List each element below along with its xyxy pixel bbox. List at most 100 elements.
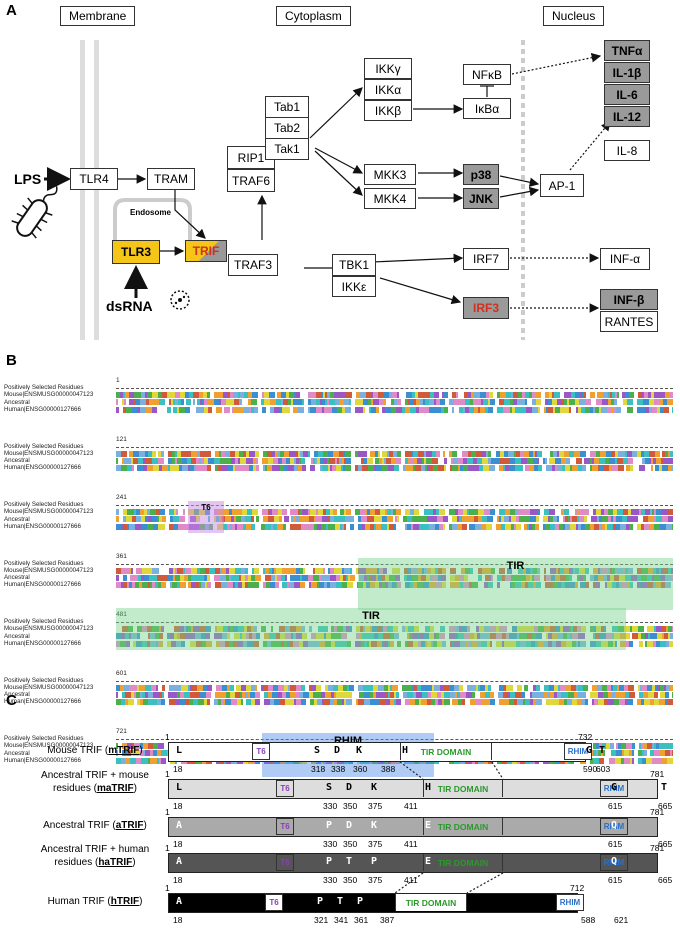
residue-letter: G — [586, 745, 593, 756]
residue-cell — [436, 509, 439, 515]
residue-cell — [328, 626, 331, 632]
residue-cell — [548, 633, 552, 640]
residue-cell — [481, 640, 487, 647]
residue-cell — [245, 574, 248, 581]
residue-cell — [263, 516, 268, 523]
residue-cell — [205, 626, 211, 632]
residue-cell — [648, 633, 650, 640]
residue-cell — [533, 684, 536, 691]
residue-cell — [246, 450, 249, 457]
residue-cell — [333, 509, 337, 515]
residue-letter: L — [176, 745, 183, 756]
residue-cell — [186, 684, 188, 691]
residue-cell — [358, 523, 362, 530]
residue-cell — [443, 450, 445, 457]
residue-cell — [121, 757, 125, 764]
residue-cell — [580, 582, 585, 589]
residue-cell — [147, 626, 150, 632]
residue-cell — [508, 574, 511, 581]
residue-cell — [241, 516, 245, 523]
residue-cell — [640, 684, 642, 691]
residue-cell — [367, 574, 369, 581]
residue-cell — [481, 399, 483, 406]
residue-cell — [174, 509, 176, 515]
residue-cell — [548, 406, 553, 413]
residue-cell — [585, 567, 589, 574]
residue-cell — [550, 691, 552, 698]
residue-cell — [642, 757, 646, 764]
residue-cell — [148, 567, 152, 574]
residue-cell — [293, 406, 298, 413]
residue-cell — [623, 399, 627, 406]
residue-cell — [335, 450, 339, 457]
residue-cell — [620, 640, 626, 647]
residue-cell — [659, 567, 661, 574]
residue-cell — [282, 457, 286, 464]
residue-cell — [238, 582, 242, 589]
residue-cell — [127, 523, 129, 530]
residue-cell — [505, 567, 507, 574]
residue-cell — [376, 523, 381, 530]
residue-cell — [245, 516, 247, 523]
residue-cell — [116, 684, 120, 691]
residue-cell — [175, 399, 178, 406]
residue-cell — [215, 626, 217, 632]
residue-cell — [524, 450, 529, 457]
residue-cell — [564, 509, 567, 515]
positive-selection-track — [116, 622, 673, 623]
residue-cell — [662, 633, 664, 640]
residue-cell — [478, 582, 484, 589]
residue-cell — [308, 640, 313, 647]
residue-cell — [429, 509, 433, 515]
residue-cell — [602, 743, 606, 749]
residue-cell — [336, 633, 341, 640]
residue-cell — [555, 509, 561, 515]
residue-cell — [668, 450, 670, 457]
residue-cell — [309, 582, 311, 589]
residue-cell — [503, 684, 506, 691]
residue-cell — [472, 582, 478, 589]
residue-cell — [358, 450, 363, 457]
residue-cell — [200, 399, 202, 406]
residue-cell — [626, 743, 632, 749]
residue-cell — [116, 523, 122, 530]
residue-cell — [569, 626, 571, 632]
residue-cell — [140, 699, 143, 706]
residue-cell — [491, 684, 495, 691]
residue-cell — [665, 743, 669, 749]
residue-cell — [178, 509, 181, 515]
residue-position: 665 — [658, 839, 673, 849]
residue-cell — [145, 392, 147, 398]
residue-cell — [181, 684, 186, 691]
alignment-row-label: Mouse|ENSMUSG00000047123 — [4, 566, 94, 574]
residue-cell — [310, 406, 316, 413]
residue-cell — [310, 450, 314, 457]
residue-cell — [254, 406, 258, 413]
residue-cell — [414, 457, 417, 464]
residue-cell — [438, 574, 441, 581]
residue-cell — [303, 450, 308, 457]
residue-cell — [155, 633, 159, 640]
residue-cell — [129, 633, 131, 640]
residue-cell — [612, 691, 615, 698]
residue-cell — [576, 640, 578, 647]
residue-cell — [564, 450, 569, 457]
residue-cell — [136, 567, 142, 574]
residue-cell — [668, 567, 671, 574]
residue-cell — [437, 691, 441, 698]
node-ap1: AP-1 — [540, 174, 584, 197]
residue-letter: Q — [584, 896, 591, 907]
residue-cell — [290, 626, 296, 632]
residue-cell — [523, 699, 525, 706]
residue-cell — [420, 633, 424, 640]
residue-cell — [570, 465, 572, 472]
residue-position: 387 — [380, 915, 395, 925]
residue-cell — [143, 699, 148, 706]
residue-cell — [637, 699, 641, 706]
residue-cell — [134, 465, 137, 472]
residue-cell — [135, 523, 141, 530]
residue-cell — [488, 457, 491, 464]
residue-cell — [191, 457, 196, 464]
residue-cell — [145, 450, 148, 457]
residue-cell — [355, 640, 361, 647]
